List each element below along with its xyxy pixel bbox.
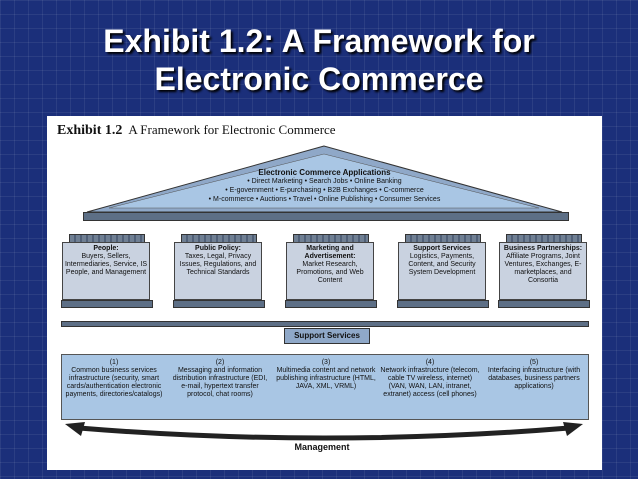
infrastructure-item-2: (2) Messaging and information distributi… [170, 359, 270, 399]
pillar-title: People: [93, 245, 119, 252]
pillar-title: Business Partnerships: [503, 245, 583, 252]
infrastructure-item-1: (1) Common business services infrastruct… [64, 359, 164, 399]
infrastructure-number: (1) [109, 359, 119, 366]
framework-figure: Exhibit 1.2 A Framework for Electronic Co… [47, 116, 602, 470]
pillar-label: Marketing and Advertisement: Market Rese… [286, 242, 374, 300]
pillar-body: Logistics, Payments, Content, and Securi… [408, 253, 476, 276]
pillar-body: Taxes, Legal, Privacy Issues, Regulation… [179, 253, 257, 276]
pillar-label: People: Buyers, Sellers, Intermediaries,… [62, 242, 150, 300]
pillar-base [285, 300, 377, 308]
roof-line-1: • Direct Marketing • Search Jobs • Onlin… [247, 178, 402, 185]
roof-title: Electronic Commerce Applications [258, 168, 391, 177]
pillar-body: Affiliate Programs, Joint Ventures, Exch… [504, 253, 582, 284]
roof-line-3: • M-commerce • Auctions • Travel • Onlin… [208, 196, 441, 203]
infrastructure-item-4: (4) Network infrastructure (telecom, cab… [380, 359, 480, 399]
pillar-body: Market Research, Promotions, and Web Con… [296, 261, 364, 284]
pillar-base [61, 300, 153, 308]
slide-title-line-1: Exhibit 1.2: A Framework for [103, 23, 535, 59]
infrastructure-foundation: (1) Common business services infrastruct… [61, 354, 589, 420]
slide-title: Exhibit 1.2: A Framework for Electronic … [0, 22, 638, 98]
pillar-label: Public Policy: Taxes, Legal, Privacy Iss… [174, 242, 262, 300]
applications-roof: Electronic Commerce Applications • Direc… [147, 168, 502, 204]
infrastructure-item-3: (3) Multimedia content and network publi… [276, 359, 376, 391]
pillar-label: Support Services Logistics, Payments, Co… [398, 242, 486, 300]
infrastructure-text: Common business services infrastructure … [65, 367, 163, 398]
infrastructure-text: Network infrastructure (telecom, cable T… [380, 367, 480, 398]
pillar-body: Buyers, Sellers, Intermediaries, Service… [64, 253, 148, 276]
pillar-business-partnerships: Business Partnerships: Affiliate Program… [496, 220, 590, 308]
support-services-box: Support Services [284, 328, 370, 344]
exhibit-caption: A Framework for Electronic Commerce [128, 122, 336, 137]
roof-line-2: • E-government • E-purchasing • B2B Exch… [225, 187, 424, 194]
pillar-title: Public Policy: [195, 245, 241, 252]
pillar-base [397, 300, 489, 308]
figure-header: Exhibit 1.2 A Framework for Electronic Co… [57, 122, 336, 139]
pillar-public-policy: Public Policy: Taxes, Legal, Privacy Iss… [171, 220, 265, 308]
infrastructure-text: Messaging and information distribution i… [172, 367, 268, 398]
pillar-people: People: Buyers, Sellers, Intermediaries,… [59, 220, 153, 308]
infrastructure-number: (4) [425, 359, 435, 366]
pillar-title: Support Services [413, 245, 471, 252]
infrastructure-text: Interfacing infrastructure (with databas… [487, 367, 581, 390]
infrastructure-number: (2) [215, 359, 225, 366]
pillar-floor [61, 321, 589, 327]
infrastructure-item-5: (5) Interfacing infrastructure (with dat… [484, 359, 584, 391]
exhibit-label: Exhibit 1.2 [57, 123, 123, 138]
pillar-title: Marketing and Advertisement: [304, 245, 356, 260]
management-double-arrow-icon [65, 422, 583, 441]
management-label: Management [294, 442, 350, 452]
pillar-marketing: Marketing and Advertisement: Market Rese… [283, 220, 377, 308]
pillar-base [498, 300, 590, 308]
pillar-label: Business Partnerships: Affiliate Program… [499, 242, 587, 300]
roof-beam [83, 212, 569, 221]
pillar-support-services: Support Services Logistics, Payments, Co… [395, 220, 489, 308]
slide-title-line-2: Electronic Commerce [154, 61, 484, 97]
infrastructure-number: (3) [321, 359, 331, 366]
pillar-base [173, 300, 265, 308]
infrastructure-number: (5) [529, 359, 539, 366]
infrastructure-text: Multimedia content and network publishin… [276, 367, 376, 390]
